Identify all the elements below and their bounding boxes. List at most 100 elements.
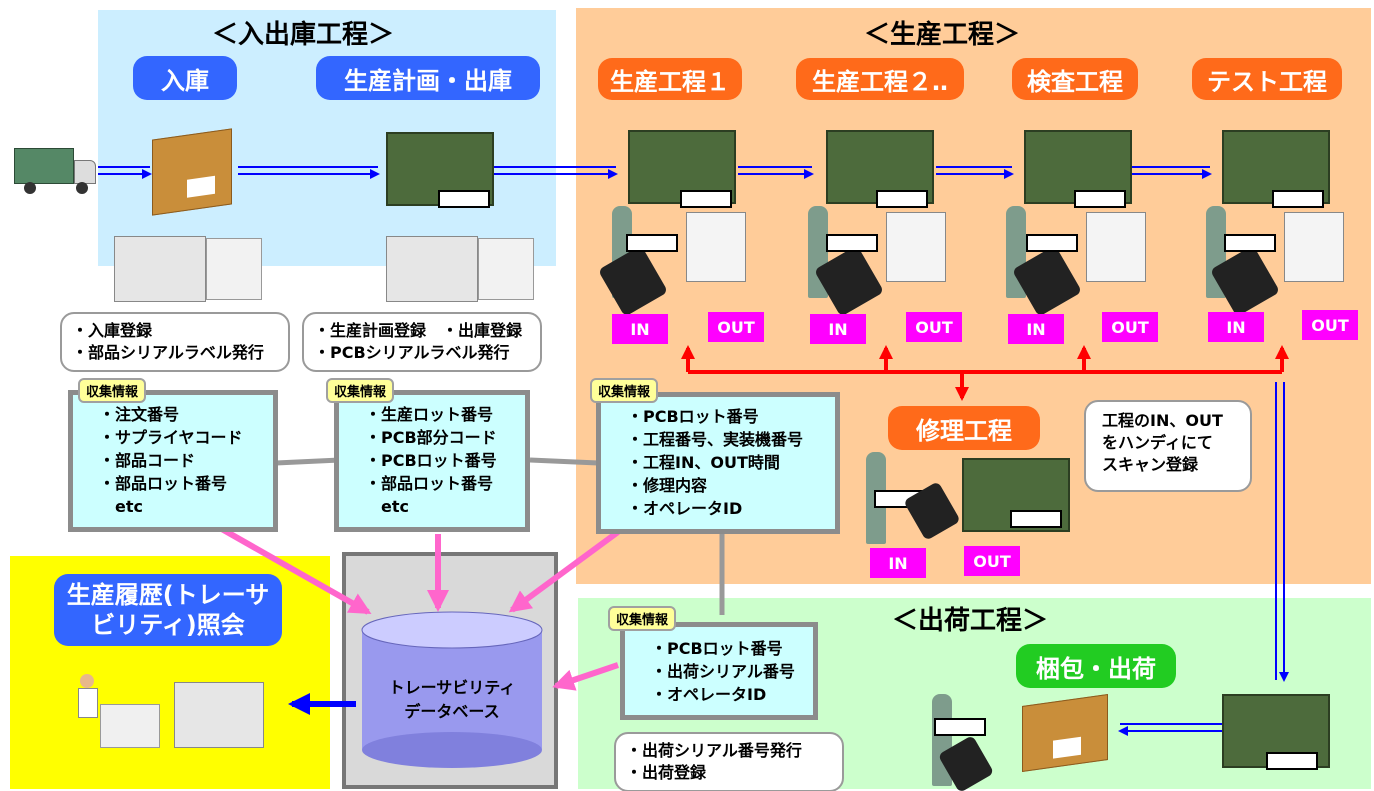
operator-desk-icon	[72, 674, 162, 748]
mounter-machine-icon	[886, 212, 946, 282]
label-printer-icon	[478, 238, 534, 300]
repair-step: 修理工程	[888, 406, 1040, 450]
task-item: ・出荷シリアル番号発行	[626, 741, 802, 760]
barcode-icon	[1266, 752, 1318, 770]
out-label: OUT	[964, 546, 1020, 576]
barcode-icon	[1224, 234, 1276, 252]
label-printer-icon	[206, 238, 262, 300]
out-label: OUT	[708, 312, 764, 342]
out-label: OUT	[1102, 312, 1158, 342]
truck-container	[14, 148, 74, 184]
barcode-icon	[438, 190, 490, 208]
shipping-tasks: ・出荷シリアル番号発行 ・出荷登録	[614, 732, 844, 791]
in-label: IN	[810, 314, 866, 344]
task-item: ・出荷登録	[626, 763, 707, 782]
info-item: ・出荷シリアル番号	[651, 662, 795, 681]
receiving-tasks: ・入庫登録 ・部品シリアルラベル発行	[60, 312, 290, 372]
mounter-machine-icon	[686, 212, 746, 282]
inquiry-line-1: 生産履歴(トレーサ	[66, 581, 270, 609]
registration-screen-icon	[386, 236, 478, 302]
task-item: ・PCBシリアルラベル発行	[314, 343, 510, 362]
barcode-icon	[934, 718, 986, 736]
info-item: etc	[365, 497, 409, 516]
mounter-machine-icon	[1284, 212, 1344, 282]
desk	[100, 704, 160, 748]
info-item: ・PCBロット番号	[627, 407, 759, 426]
in-label: IN	[870, 548, 926, 578]
shipping-box-icon	[1022, 693, 1108, 773]
info-item: ・修理内容	[627, 476, 708, 495]
warehouse-zone-title: ＜入出庫工程＞	[212, 20, 395, 50]
test-step: テスト工程	[1192, 58, 1342, 100]
shipping-box-label	[1053, 736, 1081, 759]
barcode-icon	[876, 190, 928, 208]
collect-info-tag: 収集情報	[78, 378, 147, 403]
info-item: ・PCB部分コード	[365, 428, 497, 447]
truck-icon	[14, 148, 98, 196]
out-label: OUT	[1302, 310, 1358, 340]
barcode-icon	[1026, 234, 1078, 252]
parts-box-icon	[152, 128, 232, 216]
info-item: ・オペレータID	[651, 685, 767, 704]
database-label-line-1: トレーサビリティ	[388, 678, 516, 697]
info-item: ・部品ロット番号	[99, 474, 228, 493]
task-item: ・入庫登録	[72, 321, 153, 340]
info-item: ・工程IN、OUT時間	[627, 453, 780, 472]
collect-info-tag: 収集情報	[326, 378, 395, 403]
info-item: ・工程番号、実装機番号	[627, 430, 804, 449]
inquiry-screen-icon	[174, 682, 264, 748]
truck-wheel	[76, 182, 88, 194]
operator-head	[80, 674, 94, 688]
shipping-zone-title: ＜出荷工程＞	[892, 606, 1049, 636]
operator-body	[78, 688, 98, 718]
truck-wheel	[24, 182, 36, 194]
pack-ship-step: 梱包・出荷	[1016, 644, 1176, 688]
truck-cab	[74, 160, 96, 184]
barcode-icon	[626, 234, 678, 252]
production-info-box: ・PCBロット番号 ・工程番号、実装機番号 ・工程IN、OUT時間 ・修理内容 …	[596, 392, 840, 534]
plan-info-box: ・生産ロット番号 ・PCB部分コード ・PCBロット番号 ・部品ロット番号 et…	[334, 390, 530, 532]
barcode-icon	[1074, 190, 1126, 208]
task-item: ・部品シリアルラベル発行	[72, 343, 264, 362]
production-step-1: 生産工程１	[598, 58, 742, 100]
barcode-icon	[1010, 510, 1062, 528]
registration-screen-icon	[114, 236, 206, 302]
info-item: ・サプライヤコード	[99, 428, 243, 447]
handy-scan-note: 工程のIN、OUT をハンディにて スキャン登録	[1084, 400, 1252, 492]
database-label: トレーサビリティ データベース	[362, 676, 542, 724]
barcode-icon	[1272, 190, 1324, 208]
info-item: ・生産ロット番号	[365, 405, 494, 424]
collect-info-tag: 収集情報	[608, 606, 677, 631]
out-label: OUT	[906, 312, 962, 342]
in-label: IN	[612, 314, 668, 344]
info-item: etc	[99, 497, 143, 516]
inspection-step: 検査工程	[1012, 58, 1138, 100]
shipping-info-box: ・PCBロット番号 ・出荷シリアル番号 ・オペレータID	[620, 622, 818, 720]
note-line: 工程のIN、OUT	[1102, 411, 1223, 430]
info-item: ・注文番号	[99, 405, 180, 424]
barcode-icon	[826, 234, 878, 252]
in-label: IN	[1008, 314, 1064, 344]
barcode-icon	[680, 190, 732, 208]
plan-tasks: ・生産計画登録 ・出庫登録 ・PCBシリアルラベル発行	[302, 312, 542, 372]
info-links	[275, 457, 725, 615]
handy-scan-bus	[681, 345, 1289, 401]
mounter-machine-icon	[1086, 212, 1146, 282]
note-line: スキャン登録	[1102, 455, 1199, 474]
in-label: IN	[1208, 312, 1264, 342]
production-step-2: 生産工程２‥	[796, 58, 964, 100]
info-item: ・部品コード	[99, 451, 196, 470]
main-flow-arrows	[98, 166, 1289, 736]
data-collection-arrows	[218, 525, 620, 691]
info-item: ・PCBロット番号	[365, 451, 497, 470]
traceability-inquiry: 生産履歴(トレーサ ビリティ)照会	[54, 574, 282, 646]
plan-issue-step: 生産計画・出庫	[316, 56, 540, 100]
database-cylinder	[361, 611, 543, 768]
info-item: ・オペレータID	[627, 499, 743, 518]
info-item: ・部品ロット番号	[365, 474, 494, 493]
inquiry-line-2: ビリティ)照会	[91, 611, 245, 639]
note-line: をハンディにて	[1102, 433, 1213, 452]
production-zone-title: ＜生産工程＞	[864, 20, 1021, 50]
receiving-info-box: ・注文番号 ・サプライヤコード ・部品コード ・部品ロット番号 etc	[68, 390, 278, 532]
